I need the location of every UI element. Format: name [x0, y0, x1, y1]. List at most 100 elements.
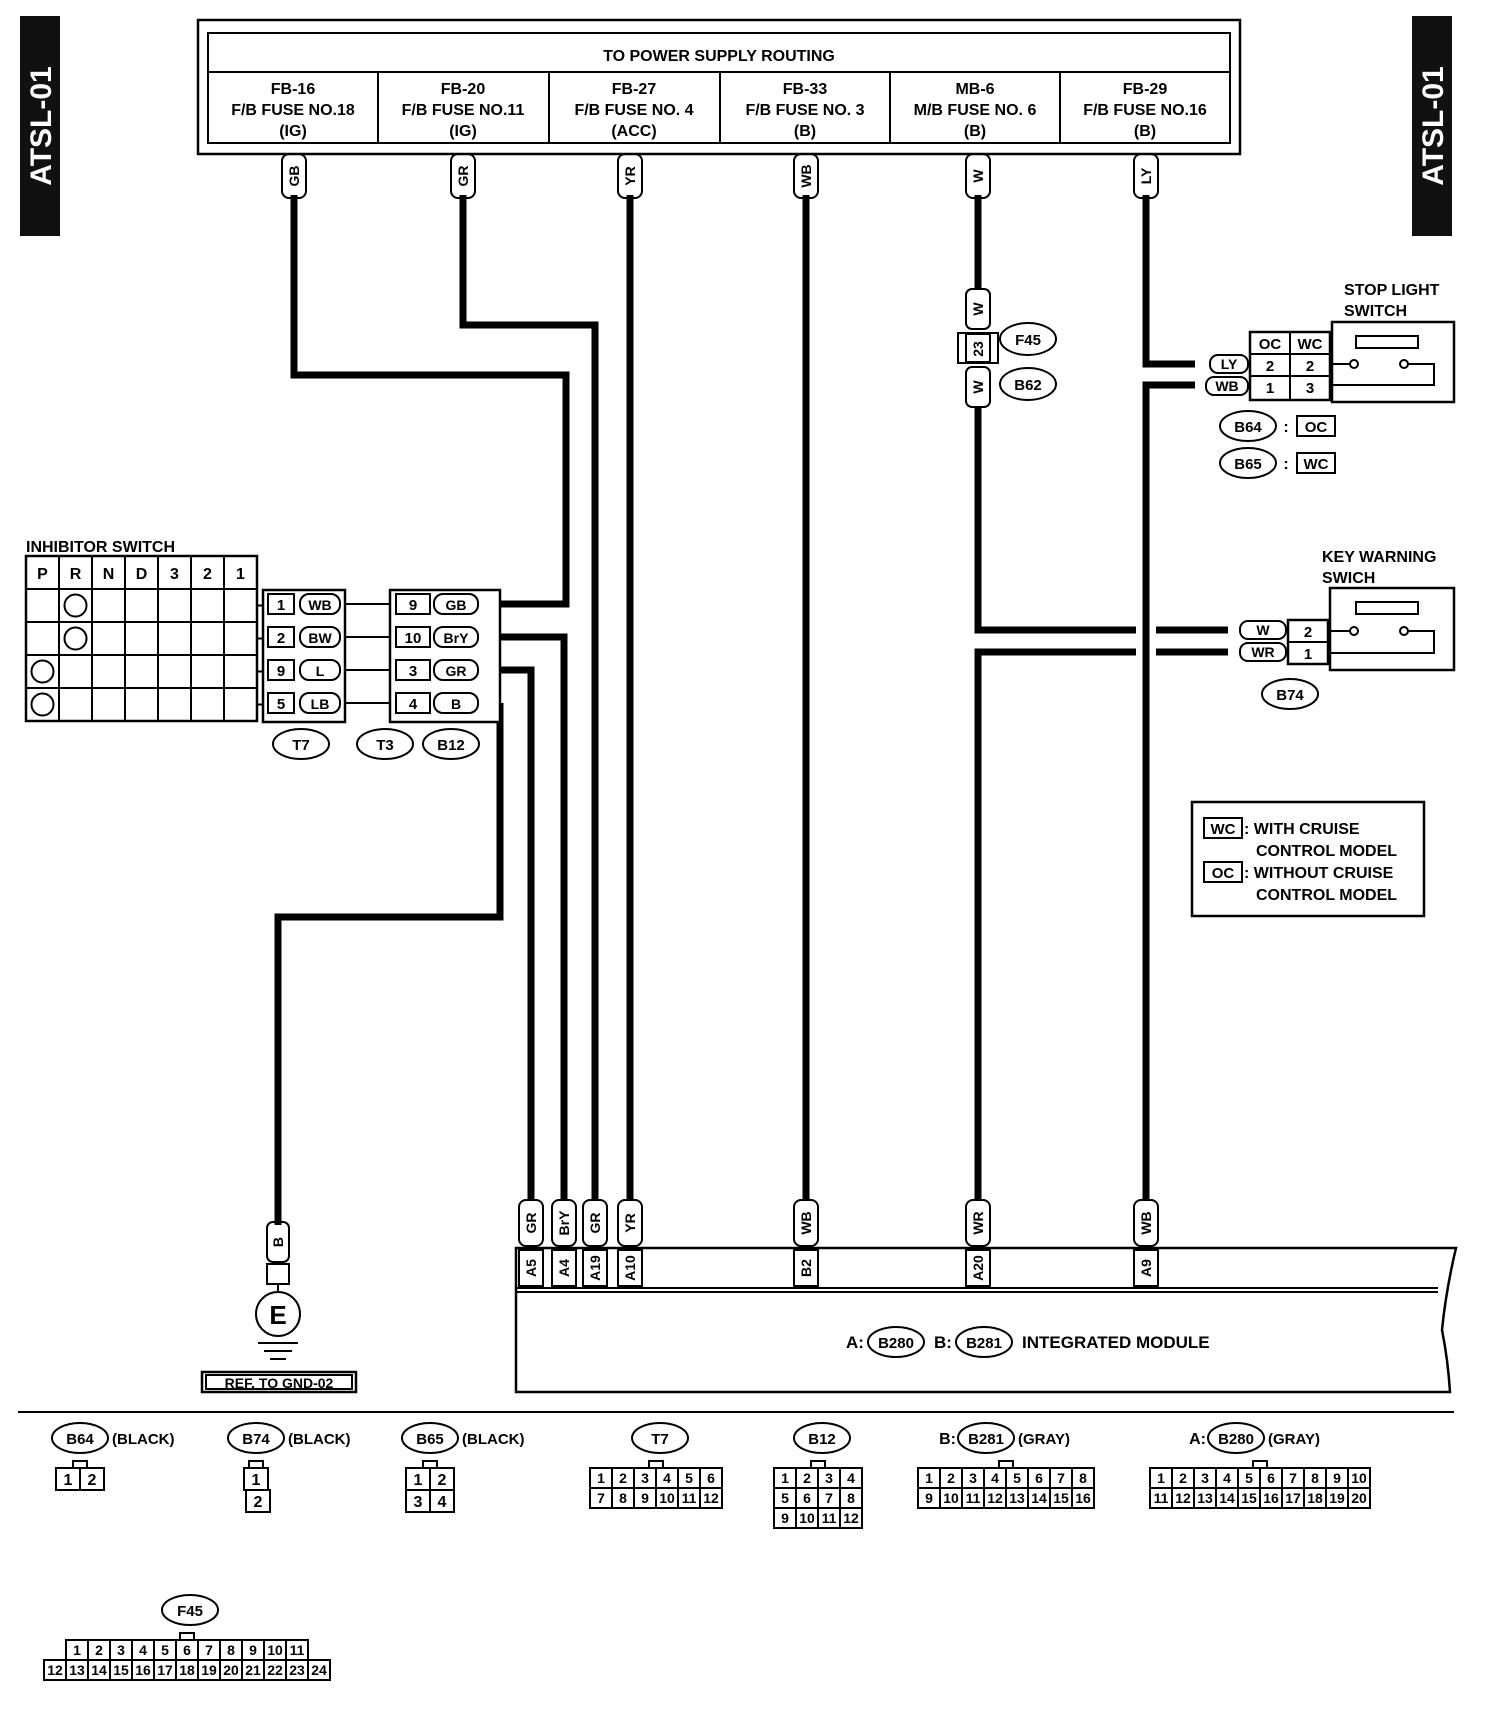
fuse-circuit: (IG): [279, 123, 307, 140]
module-wire-color: GR: [523, 1213, 539, 1234]
connector-pin: 5: [161, 1642, 169, 1658]
wire-color-tag: [617, 153, 643, 199]
module-wire-color: WR: [970, 1211, 986, 1234]
connector-pin: 9: [249, 1642, 257, 1658]
svg-text::: :: [1283, 456, 1288, 473]
connector-id: B65: [416, 1431, 444, 1448]
connector-color: (BLACK): [112, 1431, 174, 1448]
fuse-id: FB-33: [783, 81, 828, 98]
connector-pin: 6: [803, 1490, 811, 1506]
module-wire-tag: [551, 1199, 577, 1247]
connector-pin: 2: [254, 1494, 263, 1511]
svg-text:: WITH CRUISE: : WITH CRUISE: [1244, 821, 1360, 838]
connector-id: B12: [808, 1431, 836, 1448]
t7-wire-color: L: [316, 663, 325, 679]
t7-wire-color: LB: [311, 696, 330, 712]
ground-connector: B E REF. TO GND-02: [200, 1221, 358, 1394]
svg-text:2: 2: [1266, 358, 1274, 375]
connector-pin: 1: [414, 1472, 423, 1489]
side-tab-left: ATSL-01: [20, 16, 60, 236]
shift-position: P: [37, 566, 48, 583]
connector-pin: 1: [64, 1472, 73, 1489]
svg-text:B:: B:: [934, 1333, 952, 1352]
continuity-mark: [30, 692, 55, 717]
f45-inline-connector: W 23 W F45 B62: [957, 288, 1057, 408]
connector-pin: 2: [1179, 1470, 1187, 1486]
connector-pin: 10: [943, 1490, 959, 1506]
connector-view-b74: B74(BLACK)12: [227, 1422, 350, 1513]
connector-pin: 11: [1154, 1490, 1169, 1506]
connector-pin: 1: [1157, 1470, 1165, 1486]
wire-color-tag: [281, 153, 307, 199]
connector-pin: 17: [1285, 1490, 1301, 1506]
svg-text:1: 1: [1304, 646, 1312, 663]
svg-text:WC: WC: [1211, 821, 1236, 838]
wire-color-label: W: [970, 169, 986, 183]
fuse-id: FB-20: [441, 81, 486, 98]
connector-pin: 13: [1197, 1490, 1213, 1506]
connector-pin: 5: [1013, 1470, 1021, 1486]
connector-pin: 7: [825, 1490, 833, 1506]
fuse-name: F/B FUSE NO.18: [231, 102, 355, 119]
svg-text:OC: OC: [1259, 336, 1282, 353]
connector-pin: 12: [843, 1510, 859, 1526]
connector-pin: 4: [991, 1470, 999, 1486]
svg-text:WR: WR: [1251, 644, 1274, 660]
shift-position: R: [70, 566, 82, 583]
wire-crossing-gaps: [1136, 612, 1156, 670]
connector-pin: 19: [201, 1662, 217, 1678]
power-supply-routing-box: TO POWER SUPPLY ROUTING: [196, 18, 1242, 156]
module-wire-tag: [1133, 1199, 1159, 1247]
svg-text:T3: T3: [376, 737, 394, 754]
connector-pin: 6: [183, 1642, 191, 1658]
connector-pin: 9: [781, 1510, 789, 1526]
connector-pin: 14: [1031, 1490, 1047, 1506]
fuse-name: F/B FUSE NO.16: [1083, 102, 1207, 119]
module-pin: A9: [1138, 1259, 1154, 1277]
svg-text:ATSL-01: ATSL-01: [1417, 66, 1450, 185]
connector-pin: 4: [847, 1470, 855, 1486]
connector-id: B74: [242, 1431, 270, 1448]
connector-pin: 4: [139, 1642, 147, 1658]
connector-pin: 11: [822, 1510, 837, 1526]
connector-pin: 12: [47, 1662, 63, 1678]
t7-pin: 9: [277, 663, 285, 680]
connector-pin: 11: [966, 1490, 981, 1506]
connector-pin: 13: [1009, 1490, 1025, 1506]
connector-pin: 11: [682, 1490, 697, 1506]
connector-pin: 2: [619, 1470, 627, 1486]
connector-pin: 10: [1351, 1470, 1367, 1486]
fuse-name: F/B FUSE NO. 4: [574, 102, 693, 119]
connector-pin: 18: [1307, 1490, 1323, 1506]
connector-pin: 12: [1175, 1490, 1191, 1506]
shift-position: N: [103, 566, 115, 583]
module-wire-tag: [518, 1199, 544, 1247]
b12-pin: 3: [409, 663, 417, 680]
module-wire-color: WB: [798, 1211, 814, 1234]
connector-pin: 6: [707, 1470, 715, 1486]
connector-pin: 3: [414, 1494, 423, 1511]
svg-text:SWICH: SWICH: [1322, 570, 1375, 587]
stop-light-switch: STOP LIGHT SWITCH OC WC 2 2 1 3 LY WB B6…: [1205, 282, 1456, 479]
module-wire-tag: [965, 1199, 991, 1247]
connector-pin: 23: [289, 1662, 305, 1678]
connector-pin: 16: [135, 1662, 151, 1678]
connector-pin: 7: [1289, 1470, 1297, 1486]
fuse-circuit: (B): [1134, 123, 1156, 140]
module-pin: A5: [523, 1259, 539, 1277]
connector-pin: 10: [267, 1642, 283, 1658]
svg-text:STOP LIGHT: STOP LIGHT: [1344, 282, 1440, 299]
svg-text:W: W: [1256, 622, 1270, 638]
svg-text:WC: WC: [1304, 456, 1329, 473]
t7-wire-color: WB: [308, 597, 331, 613]
connector-id: T7: [651, 1431, 669, 1448]
fuse-name: M/B FUSE NO. 6: [914, 102, 1037, 119]
connector-pin: 1: [73, 1642, 81, 1658]
connector-pin: 17: [157, 1662, 173, 1678]
